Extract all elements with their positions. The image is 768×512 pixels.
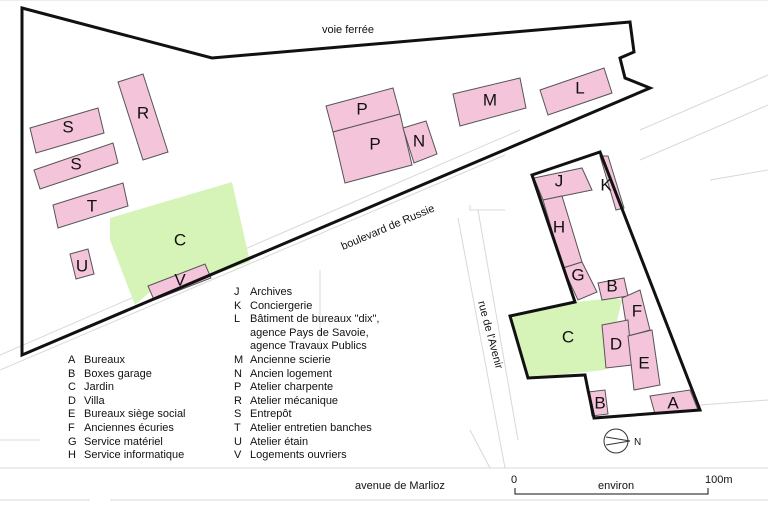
label-k: K (600, 175, 612, 194)
building-g (562, 261, 598, 301)
scale-bar: 0 environ 100m (511, 474, 733, 495)
label-c-south: C (562, 327, 574, 346)
building-v (147, 263, 212, 301)
scale-end: 100m (705, 474, 733, 486)
site-boundary-south (508, 150, 703, 420)
building-u (69, 248, 95, 280)
label-p-top: P (356, 99, 367, 118)
label-b-lower: B (594, 393, 605, 412)
label-r: R (137, 103, 149, 122)
label-a: A (667, 393, 679, 412)
building-r (117, 73, 169, 161)
building-l (539, 67, 613, 116)
road-label-railway: voie ferrée (322, 24, 374, 36)
label-j: J (555, 171, 564, 190)
building-s1 (29, 107, 105, 154)
building-s2 (33, 142, 119, 190)
road-label-avenue-marlioz: avenue de Marlioz (355, 480, 445, 492)
building-labels: S S T R U C V P P N M L J K H G B C F D … (62, 78, 679, 412)
label-s1: S (62, 117, 73, 136)
site-boundary-north (20, 6, 654, 358)
label-s2: S (70, 154, 81, 173)
north-arrow-circle (603, 428, 629, 454)
scale-bar-line (514, 488, 709, 495)
label-m: M (483, 90, 497, 109)
building-t (52, 182, 129, 229)
garden-c-south (510, 298, 622, 378)
street-outlines (0, 0, 768, 501)
north-arrow-pointer (605, 436, 631, 446)
north-arrow: N (603, 428, 641, 454)
building-e (627, 329, 661, 391)
label-l: L (575, 78, 584, 97)
scale-start: 0 (511, 474, 517, 486)
building-p-main (332, 113, 413, 184)
label-h: H (553, 217, 565, 236)
label-n: N (413, 131, 425, 150)
label-g: G (571, 265, 584, 284)
label-c-north: C (174, 230, 186, 249)
building-j (533, 167, 593, 201)
label-f: F (632, 301, 642, 320)
label-b-upper: B (606, 276, 617, 295)
label-e: E (638, 353, 649, 372)
scale-label: environ (598, 480, 634, 492)
north-arrow-label: N (634, 437, 641, 448)
building-n (402, 120, 438, 164)
label-u: U (76, 256, 88, 275)
label-d: D (610, 334, 622, 353)
label-v: V (174, 270, 186, 289)
building-m (452, 77, 527, 127)
garden-c-north (110, 182, 250, 305)
label-t: T (87, 196, 97, 215)
road-label-boulevard: boulevard de Russie (339, 203, 436, 253)
label-p-main: P (369, 134, 380, 153)
